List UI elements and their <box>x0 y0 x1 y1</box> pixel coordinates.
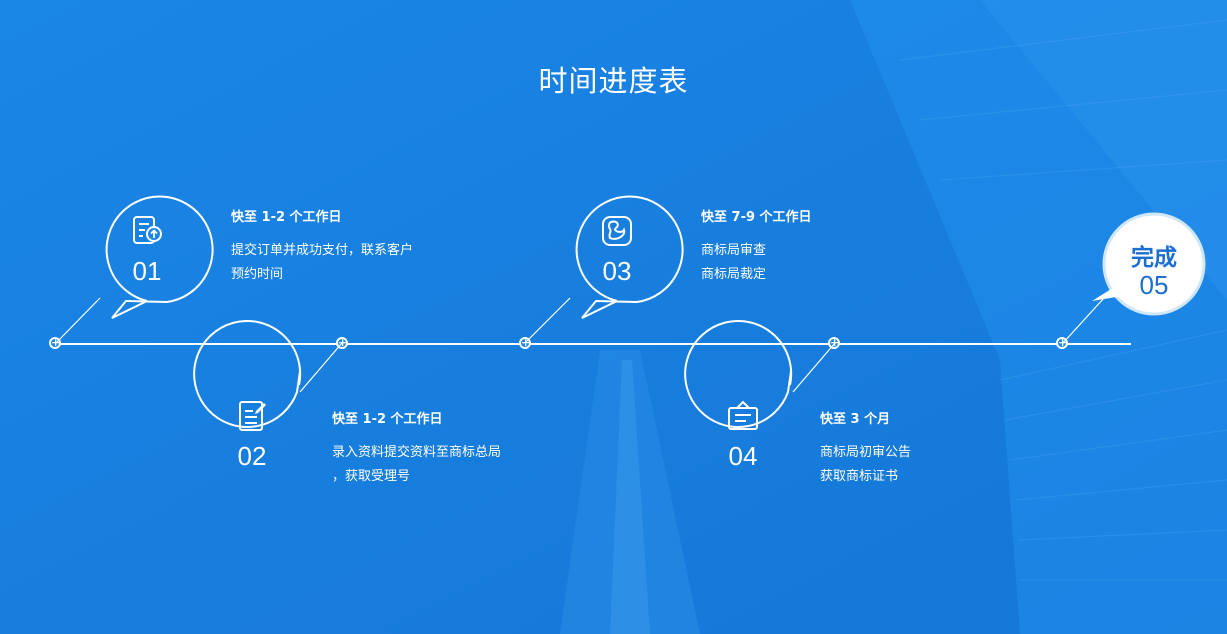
step-02-info: 快至 1-2 个工作日 录入资料提交资料至商标总局 ，获取受理号 <box>332 408 501 489</box>
step-02-bubble[interactable]: 02 <box>193 320 305 491</box>
step-01-bubble[interactable]: 01 <box>94 195 214 319</box>
step-number: 04 <box>728 441 758 471</box>
timeline-node-1: + <box>49 336 61 349</box>
step-number: 02 <box>237 441 267 471</box>
step-description-line-2: 预约时间 <box>231 267 284 282</box>
step-description-line-1: 提交订单并成功支付，联系客户 <box>231 243 414 258</box>
step-04-bubble[interactable]: 04 <box>684 320 796 491</box>
step-description-line-2: 获取商标证书 <box>820 469 899 484</box>
step-number: 03 <box>602 256 632 286</box>
step-description-line-2: 商标局裁定 <box>701 267 767 282</box>
step-duration: 快至 7-9 个工作日 <box>701 210 812 225</box>
document-upload-icon <box>133 216 162 244</box>
page-title: 时间进度表 <box>538 64 689 98</box>
done-bubble[interactable]: 完成 05 <box>1092 212 1206 316</box>
speech-bubble-outline <box>575 195 684 319</box>
step-01-info: 快至 1-2 个工作日 提交订单并成功支付，联系客户 预约时间 <box>231 206 413 287</box>
speech-bubble-outline <box>105 195 214 319</box>
done-label: 完成 <box>1131 245 1177 271</box>
speech-bubble-filled <box>1092 212 1206 316</box>
step-03-info: 快至 7-9 个工作日 商标局审查 商标局裁定 <box>701 206 812 287</box>
step-duration: 快至 3 个月 <box>820 412 891 427</box>
step-description-line-2: ，获取受理号 <box>332 469 411 484</box>
step-description-line-1: 商标局初审公告 <box>820 445 912 460</box>
step-04-info: 快至 3 个月 商标局初审公告 获取商标证书 <box>820 408 911 489</box>
step-duration: 快至 1-2 个工作日 <box>332 412 443 427</box>
speech-bubble-outline <box>684 320 793 428</box>
announcement-icon <box>728 400 758 430</box>
document-edit-icon <box>239 401 266 431</box>
done-number: 05 <box>1139 270 1169 300</box>
step-03-bubble[interactable]: 03 <box>564 195 684 319</box>
timeline-node-4: + <box>828 336 840 349</box>
step-duration: 快至 1-2 个工作日 <box>231 210 342 225</box>
step-description-line-1: 录入资料提交资料至商标总局 <box>332 445 502 460</box>
timeline-line <box>56 343 1131 345</box>
map-icon <box>602 216 632 246</box>
step-number: 01 <box>132 256 162 286</box>
step-description-line-1: 商标局审查 <box>701 243 767 258</box>
speech-bubble-outline <box>193 320 302 428</box>
